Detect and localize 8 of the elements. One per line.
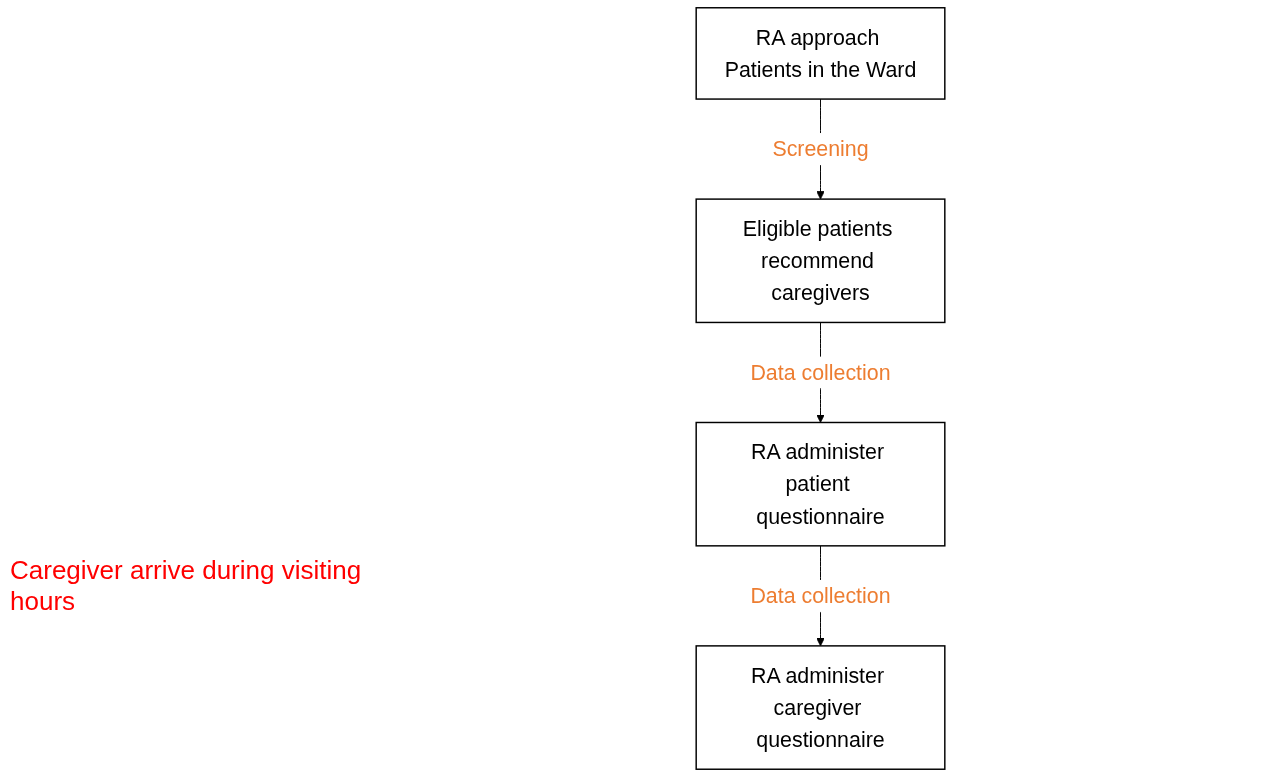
edge-label: Screening	[772, 136, 869, 162]
edge-label: Data collection	[750, 583, 891, 608]
node-box: Eligible patients recommend caregivers	[695, 198, 946, 324]
edge-label: Data collection	[750, 360, 891, 385]
node-box: RA approach Patients in the Ward	[695, 7, 946, 100]
note-text: Caregiver arrive during visiting hours	[10, 555, 363, 617]
node-box: RA administer caregiver questionnaire	[695, 645, 946, 770]
node-box: RA administer patient questionnaire	[695, 421, 946, 547]
